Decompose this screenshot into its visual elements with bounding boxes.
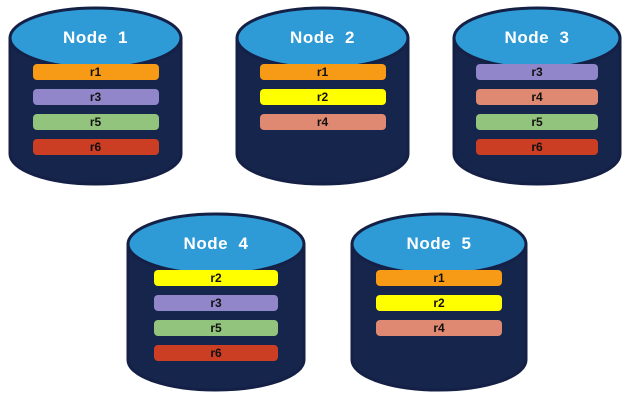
shard-list: r1 r2 r4 — [235, 64, 410, 130]
shard-bar[interactable]: r5 — [476, 114, 598, 130]
shard-bar[interactable]: r4 — [259, 114, 386, 130]
cylinder-top-ellipse — [452, 6, 622, 70]
shard-bar[interactable]: r4 — [476, 89, 598, 105]
cylinder-top-ellipse — [8, 6, 183, 70]
shard-bar[interactable]: r6 — [154, 345, 278, 361]
shard-bar[interactable]: r6 — [32, 139, 159, 155]
cylinder-top-ellipse — [235, 6, 410, 70]
shard-list: r2 r3 r5 r6 — [126, 270, 306, 361]
shard-bar[interactable]: r4 — [376, 320, 502, 336]
shard-list: r1 r2 r4 — [350, 270, 528, 336]
shard-bar[interactable]: r1 — [32, 64, 159, 80]
cylinder-top-ellipse — [126, 212, 306, 276]
shard-bar[interactable]: r6 — [476, 139, 598, 155]
shard-bar[interactable]: r5 — [154, 320, 278, 336]
shard-bar[interactable]: r3 — [154, 295, 278, 311]
shard-bar[interactable]: r5 — [32, 114, 159, 130]
shard-list: r1 r3 r5 r6 — [8, 64, 183, 155]
shard-bar[interactable]: r1 — [259, 64, 386, 80]
shard-bar[interactable]: r1 — [376, 270, 502, 286]
shard-bar[interactable]: r3 — [476, 64, 598, 80]
shard-list: r3 r4 r5 r6 — [452, 64, 622, 155]
cylinder-top-ellipse — [350, 212, 528, 276]
shard-bar[interactable]: r2 — [154, 270, 278, 286]
shard-bar[interactable]: r2 — [259, 89, 386, 105]
shard-bar[interactable]: r3 — [32, 89, 159, 105]
shard-bar[interactable]: r2 — [376, 295, 502, 311]
